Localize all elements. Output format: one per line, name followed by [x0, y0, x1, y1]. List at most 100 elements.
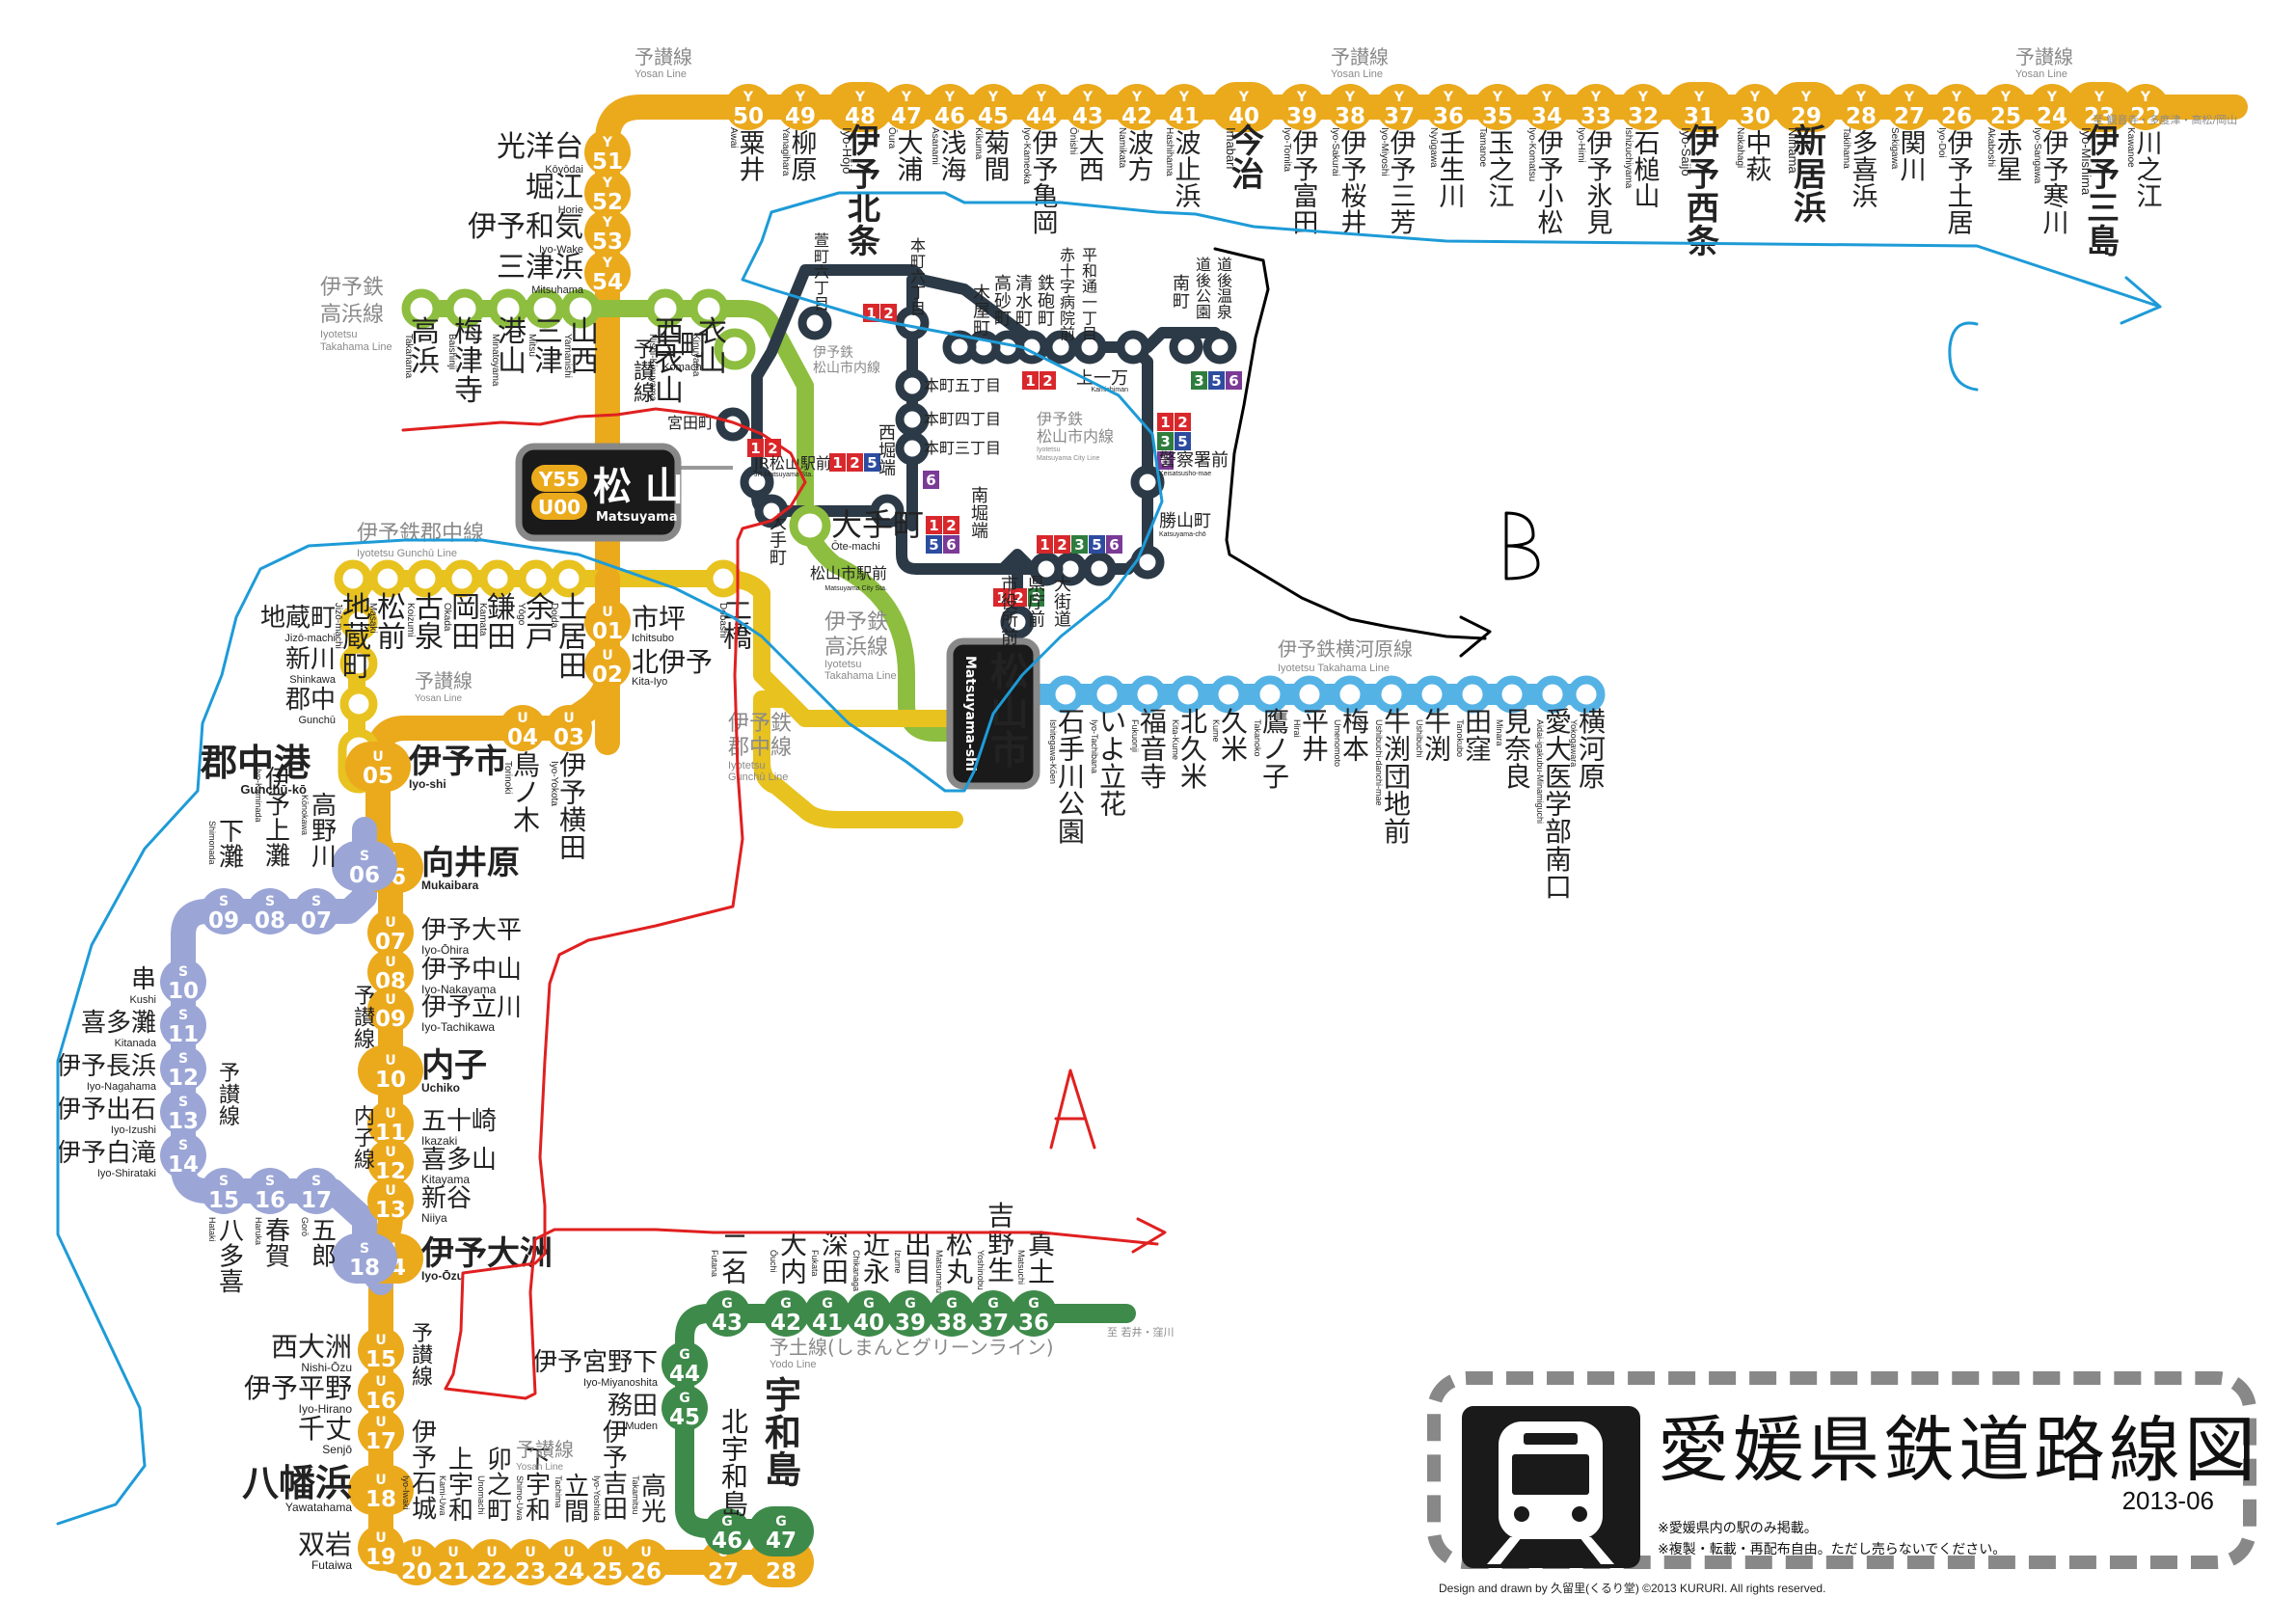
station-name-en: Iyo-Hirano — [299, 1402, 353, 1416]
station-S17: S17 — [293, 1168, 339, 1214]
station-yokogawara — [1290, 675, 1329, 714]
station-name-ja: 務田 — [608, 1392, 658, 1421]
svg-text:04: 04 — [507, 725, 538, 750]
station-name-en: Kikuma — [973, 127, 984, 160]
svg-text:46: 46 — [712, 1529, 743, 1554]
station-name-en: Mitsu — [527, 334, 537, 357]
svg-text:部: 部 — [1545, 816, 1572, 848]
svg-text:西: 西 — [878, 423, 896, 444]
svg-text:16: 16 — [255, 1188, 285, 1213]
station-name-en: Kamata — [477, 603, 488, 636]
station-takahama — [560, 288, 601, 329]
svg-text:赤: 赤 — [1060, 246, 1075, 264]
svg-text:牛: 牛 — [1424, 706, 1451, 738]
svg-text:39: 39 — [895, 1311, 926, 1336]
svg-text:街: 街 — [1054, 592, 1071, 612]
svg-text:讃: 讃 — [634, 360, 655, 384]
station-name-ja: 西大洲 — [271, 1331, 352, 1363]
svg-text:Iyotetsu: Iyotetsu — [824, 659, 862, 670]
svg-text:Iyotetsu Takahama Line: Iyotetsu Takahama Line — [1278, 663, 1390, 674]
station-U13: U13 — [367, 1177, 414, 1224]
svg-text:桜: 桜 — [1341, 182, 1367, 212]
svg-text:菊: 菊 — [985, 129, 1011, 159]
svg-text:S: S — [360, 1241, 369, 1257]
route-number: 6 — [1229, 372, 1238, 390]
svg-text:町: 町 — [770, 549, 787, 569]
station-Y37: Y37 — [1376, 84, 1422, 130]
svg-text:22: 22 — [2130, 104, 2161, 129]
station-U25: U25 — [584, 1539, 631, 1585]
station-name-ja: 八多喜 — [219, 1217, 244, 1297]
station-name-ja: 菊間 — [985, 129, 1011, 186]
station-yokogawara — [1046, 675, 1085, 714]
svg-text:予: 予 — [1587, 156, 1613, 186]
svg-text:Y: Y — [1749, 90, 1761, 105]
svg-text:13: 13 — [375, 1198, 406, 1223]
station-name-en: Nakahagi — [1735, 127, 1745, 168]
route-number: 6 — [1109, 536, 1119, 554]
annotation-letter-b — [1504, 511, 1540, 581]
svg-text:讃: 讃 — [354, 1006, 375, 1030]
station-U20: U20 — [393, 1539, 440, 1585]
station-U16: U16 — [358, 1368, 404, 1415]
note-2: ※複製・転載・再配布自由。ただし売らないでください。 — [1658, 1542, 2007, 1557]
station-G42: G42 — [763, 1290, 809, 1337]
svg-text:音: 音 — [1140, 734, 1167, 766]
svg-text:萩: 萩 — [1746, 156, 1772, 186]
svg-text:伊: 伊 — [1538, 129, 1564, 159]
station-name-ja: 宮田町 — [667, 414, 714, 432]
svg-text:13: 13 — [168, 1109, 199, 1134]
svg-text:南: 南 — [971, 486, 988, 506]
svg-text:亀: 亀 — [1033, 182, 1059, 212]
svg-text:40: 40 — [853, 1311, 884, 1336]
station-name-en: Iyo-Tachikawa — [421, 1020, 495, 1034]
svg-text:泉: 泉 — [1217, 303, 1232, 321]
station-city-tram — [1169, 330, 1203, 365]
svg-text:五: 五 — [311, 1217, 337, 1246]
svg-text:三: 三 — [1391, 182, 1417, 212]
station-name-ja: 鎌田 — [487, 591, 516, 655]
station-name-en: Iyo-Iwaki — [401, 1475, 411, 1510]
station-name-en: Ōte-machi — [831, 541, 880, 553]
svg-text:津: 津 — [454, 345, 483, 379]
svg-text:市: 市 — [1001, 575, 1018, 595]
svg-text:関: 関 — [1901, 129, 1927, 159]
svg-text:U: U — [486, 1545, 497, 1560]
svg-text:土: 土 — [1028, 1257, 1055, 1288]
station-name-en: Gunchū — [298, 715, 336, 726]
route-number: 2 — [850, 454, 859, 472]
svg-text:Y: Y — [795, 90, 806, 105]
svg-text:渕: 渕 — [1384, 734, 1411, 766]
svg-text:09: 09 — [208, 908, 239, 934]
svg-text:平: 平 — [1082, 246, 1097, 264]
svg-text:六: 六 — [814, 263, 829, 282]
svg-text:通: 通 — [1082, 278, 1097, 296]
route-number: 5 — [1211, 372, 1221, 390]
annotation-path-a — [401, 407, 1159, 1400]
svg-text:G: G — [905, 1296, 916, 1312]
svg-text:灘: 灘 — [265, 843, 290, 872]
svg-text:大: 大 — [1054, 575, 1071, 595]
svg-text:S: S — [311, 894, 321, 909]
svg-text:木: 木 — [513, 804, 540, 836]
svg-text:07: 07 — [301, 908, 332, 934]
svg-text:六: 六 — [910, 268, 926, 286]
svg-text:U: U — [385, 955, 395, 970]
svg-text:病: 病 — [1060, 293, 1075, 311]
station-name-ja: 浅海 — [941, 129, 967, 186]
svg-text:17: 17 — [365, 1429, 396, 1454]
station-name-ja: 二名 — [721, 1229, 748, 1288]
route-number: 5 — [929, 536, 938, 554]
station-name-ja: 伊予出石 — [56, 1096, 156, 1124]
svg-text:S: S — [265, 1174, 275, 1189]
station-Y23: Y23 — [2066, 82, 2132, 132]
svg-text:久: 久 — [1180, 734, 1207, 766]
svg-text:花: 花 — [1099, 789, 1126, 821]
svg-text:S: S — [178, 1138, 188, 1153]
svg-text:渕: 渕 — [1424, 734, 1451, 766]
route-number: 3 — [1194, 372, 1203, 390]
